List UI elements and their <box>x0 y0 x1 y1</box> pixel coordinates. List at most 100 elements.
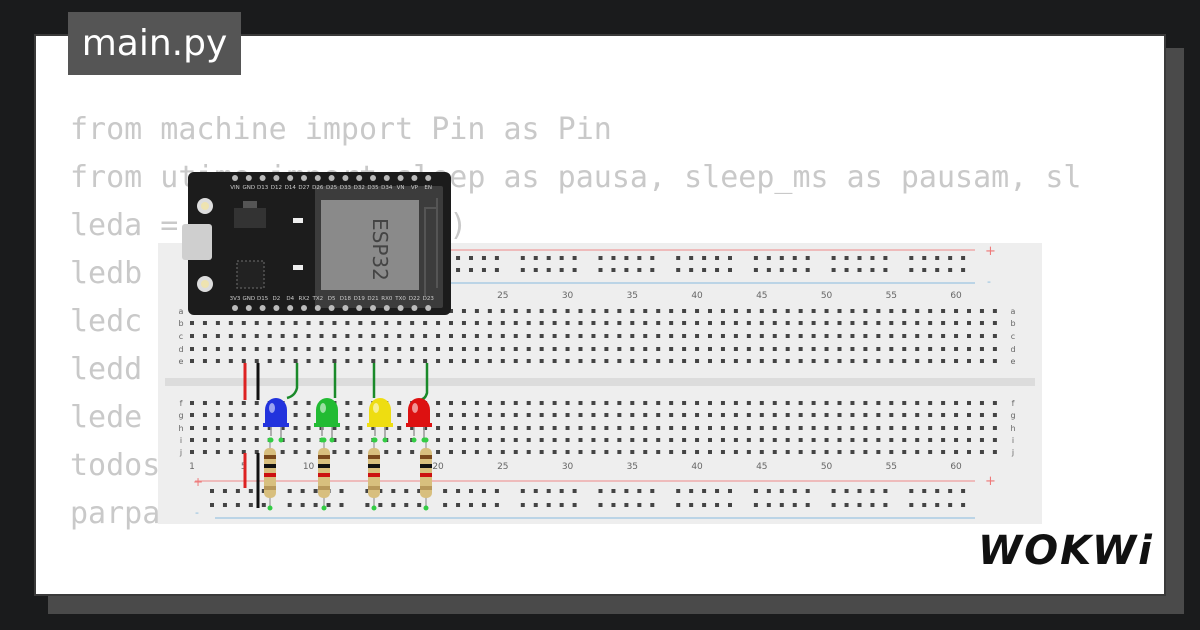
esp32-pin[interactable] <box>370 305 376 311</box>
esp32-pin[interactable] <box>425 305 432 311</box>
breadboard-hole <box>643 438 648 442</box>
breadboard-hole <box>772 309 777 313</box>
esp32-pin[interactable] <box>273 175 280 181</box>
resistor[interactable] <box>368 437 380 511</box>
breadboard-hole <box>526 438 531 442</box>
esp32-pin[interactable] <box>301 175 307 181</box>
esp32-pin[interactable] <box>232 175 238 181</box>
esp32-pin[interactable] <box>259 175 266 181</box>
esp32-pin-label: D34 <box>381 185 393 191</box>
led-yellow[interactable] <box>367 398 393 443</box>
breadboard-hole <box>811 334 816 338</box>
esp32-pin[interactable] <box>287 175 294 181</box>
breadboard-hole <box>733 413 738 417</box>
breadboard-hole <box>733 359 738 363</box>
esp32-pin[interactable] <box>273 305 280 311</box>
breadboard-hole <box>202 438 207 442</box>
esp32-pin[interactable] <box>301 305 307 311</box>
file-tab[interactable]: main.py <box>68 12 241 75</box>
breadboard-hole <box>513 413 518 417</box>
breadboard-hole <box>604 426 609 430</box>
led-green[interactable] <box>314 398 340 443</box>
rail-top-plus-label: + <box>985 244 996 259</box>
rail-hole <box>287 489 292 493</box>
resistor[interactable] <box>318 437 330 511</box>
breadboard-hole <box>720 309 725 313</box>
breadboard-hole <box>967 309 971 313</box>
breadboard-hole <box>682 321 687 325</box>
breadboard-hole <box>785 321 790 325</box>
rail-hole <box>235 489 240 493</box>
breadboard-hole <box>979 334 984 338</box>
esp32-pin-label: D35 <box>367 185 379 191</box>
rail-hole <box>857 503 862 507</box>
breadboard-hole <box>720 413 725 417</box>
breadboard-hole <box>397 347 402 351</box>
esp32-pin[interactable] <box>342 175 349 181</box>
esp32-pin[interactable] <box>342 305 349 311</box>
resistor[interactable] <box>264 437 276 511</box>
esp32-pin[interactable] <box>245 305 252 311</box>
breadboard-hole <box>461 401 466 405</box>
breadboard-hole <box>811 401 816 405</box>
esp32-pin[interactable] <box>287 305 294 311</box>
esp32-pin-label: D23 <box>423 296 435 302</box>
breadboard-hole <box>487 413 492 417</box>
breadboard-hole <box>695 321 700 325</box>
esp32-pin[interactable] <box>245 175 252 181</box>
breadboard-hole <box>746 401 751 405</box>
leds <box>263 398 432 443</box>
breadboard-hole <box>449 347 453 351</box>
breadboard-hole <box>215 321 220 325</box>
esp32-pin[interactable] <box>411 305 418 311</box>
esp32-pin[interactable] <box>411 175 418 181</box>
rail-hole <box>702 489 707 493</box>
esp32-pin[interactable] <box>383 175 390 181</box>
esp32-pin[interactable] <box>397 305 404 311</box>
breadboard-hole <box>345 426 350 430</box>
led-blue[interactable] <box>263 398 289 443</box>
breadboard-hole <box>941 401 946 405</box>
esp32-pin[interactable] <box>232 305 238 311</box>
esp32-pin[interactable] <box>370 175 376 181</box>
breadboard-hole <box>772 321 777 325</box>
esp32-pin[interactable] <box>383 305 390 311</box>
breadboard-hole <box>254 359 259 363</box>
breadboard-hole <box>954 438 959 442</box>
breadboard-hole <box>190 426 194 430</box>
breadboard-hole <box>811 359 816 363</box>
breadboard-hole <box>695 413 700 417</box>
wokwi-logo[interactable]: WOKWi <box>978 528 1154 574</box>
breadboard-hole <box>228 438 233 442</box>
breadboard-hole <box>798 438 803 442</box>
breadboard-hole <box>241 334 246 338</box>
esp32-pin-label: D26 <box>312 185 324 191</box>
breadboard-hole <box>578 413 583 417</box>
esp32-pin-label: D25 <box>326 185 338 191</box>
breadboard-hole <box>915 426 920 430</box>
esp32-pin[interactable] <box>314 305 321 311</box>
resistor[interactable] <box>420 437 432 511</box>
esp32-pin[interactable] <box>259 305 266 311</box>
column-number: 50 <box>821 462 833 472</box>
rail-hole <box>210 503 214 507</box>
breadboard-hole <box>449 426 453 430</box>
breadboard-hole <box>280 359 285 363</box>
esp32-pin[interactable] <box>356 305 363 311</box>
breadboard-hole <box>630 309 635 313</box>
breadboard-hole <box>280 321 285 325</box>
breadboard-hole <box>436 450 441 454</box>
esp32-pin[interactable] <box>314 175 321 181</box>
column-number: 20 <box>432 462 444 472</box>
breadboard-hole <box>487 359 492 363</box>
breadboard-hole <box>358 359 363 363</box>
esp32-pin[interactable] <box>328 175 335 181</box>
esp32-pin[interactable] <box>356 175 363 181</box>
esp32-pin[interactable] <box>425 175 432 181</box>
breadboard-hole <box>436 413 441 417</box>
rail-hole <box>844 489 849 493</box>
esp32-pin[interactable] <box>397 175 404 181</box>
esp32-pin[interactable] <box>328 305 335 311</box>
